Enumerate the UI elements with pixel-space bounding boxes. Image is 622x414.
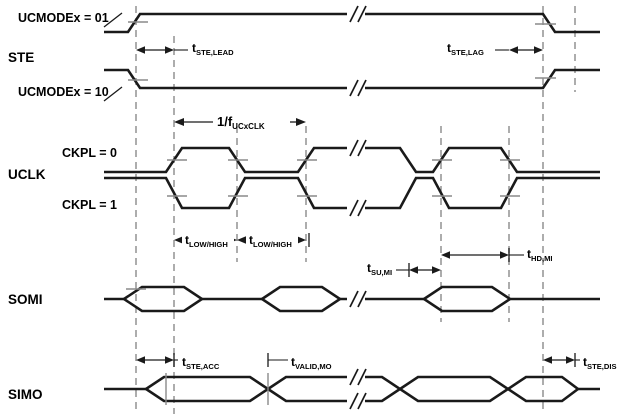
timing-label-ste-lead-sub: STE,LEAD: [196, 48, 234, 57]
timing-label-ste-lag-sub: STE,LAG: [451, 48, 484, 57]
waveform-somi: [104, 285, 600, 313]
mode-label-ucmodex-01: UCMODEx = 01: [18, 11, 109, 25]
timing-label-valid-mo-base: t: [291, 355, 295, 369]
timing-label-ste-acc: tSTE,ACC: [182, 355, 220, 371]
timing-label-ste-dis-sub: STE,DIS: [587, 362, 617, 371]
mode-label-ckpl-1: CKPL = 1: [62, 198, 117, 212]
vertical-guides: [135, 6, 576, 414]
simo-valid-mo-measure: [267, 353, 288, 367]
waveform-ste-ucmode01: [104, 5, 600, 34]
somi-hold-measure: [441, 248, 524, 262]
timing-label-ste-lag-base: t: [447, 41, 451, 55]
timing-label-su-mi-base: t: [367, 261, 371, 275]
mode-label-ckpl-0: CKPL = 0: [62, 146, 117, 160]
timing-label-hd-mi-sub: HD,MI: [531, 254, 553, 263]
simo-ste-dis-measure: [543, 353, 580, 367]
signal-label-somi: SOMI: [8, 292, 43, 307]
signal-label-simo: SIMO: [8, 387, 43, 402]
waveform-ste-ucmode10: [104, 68, 600, 97]
ste-lag-measure: [495, 46, 543, 54]
ste-lead-measure: [136, 46, 188, 54]
waveform-uclk-ckpl1: [104, 176, 600, 217]
timing-label-ste-lead: tSTE,LEAD: [192, 41, 234, 57]
simo-ste-acc-measure: [136, 353, 178, 367]
timing-label-low-high-2-base: t: [249, 233, 253, 247]
mode-label-ucmodex-10: UCMODEx = 10: [18, 85, 109, 99]
period-label-base: 1/f: [217, 114, 233, 129]
waveform-simo: [104, 368, 600, 410]
period-label-sub: UCxCLK: [232, 122, 265, 131]
timing-label-low-high-1-sub: LOW/HIGH: [189, 240, 228, 249]
timing-label-low-high-1: tLOW/HIGH: [185, 233, 228, 249]
timing-label-ste-acc-base: t: [182, 355, 186, 369]
timing-label-ste-lag: tSTE,LAG: [447, 41, 484, 57]
somi-setup-measure: [396, 263, 441, 277]
strike-ucmode10: [103, 86, 123, 102]
timing-label-su-mi-sub: SU,MI: [371, 268, 392, 277]
uclk-low-high-measure-2: [237, 232, 310, 248]
timing-label-ste-acc-sub: STE,ACC: [186, 362, 220, 371]
timing-label-hd-mi: tHD,MI: [527, 247, 553, 263]
uclk-low-high-measure-1: [174, 232, 237, 248]
uclk-period-measure: [174, 118, 306, 126]
strike-ucmode01: [103, 12, 123, 28]
timing-label-ste-lead-base: t: [192, 41, 196, 55]
timing-label-ste-dis: tSTE,DIS: [583, 355, 617, 371]
signal-label-uclk: UCLK: [8, 167, 46, 182]
period-label-ucxclk: 1/fUCxCLK: [217, 114, 265, 131]
timing-label-valid-mo: tVALID,MO: [291, 355, 332, 371]
timing-label-su-mi: tSU,MI: [367, 261, 392, 277]
timing-label-hd-mi-base: t: [527, 247, 531, 261]
timing-label-low-high-1-base: t: [185, 233, 189, 247]
timing-label-low-high-2: tLOW/HIGH: [249, 233, 292, 249]
waveform-uclk-ckpl0: [104, 139, 600, 174]
timing-label-low-high-2-sub: LOW/HIGH: [253, 240, 292, 249]
timing-label-ste-dis-base: t: [583, 355, 587, 369]
signal-label-ste: STE: [8, 50, 34, 65]
timing-label-valid-mo-sub: VALID,MO: [295, 362, 332, 371]
